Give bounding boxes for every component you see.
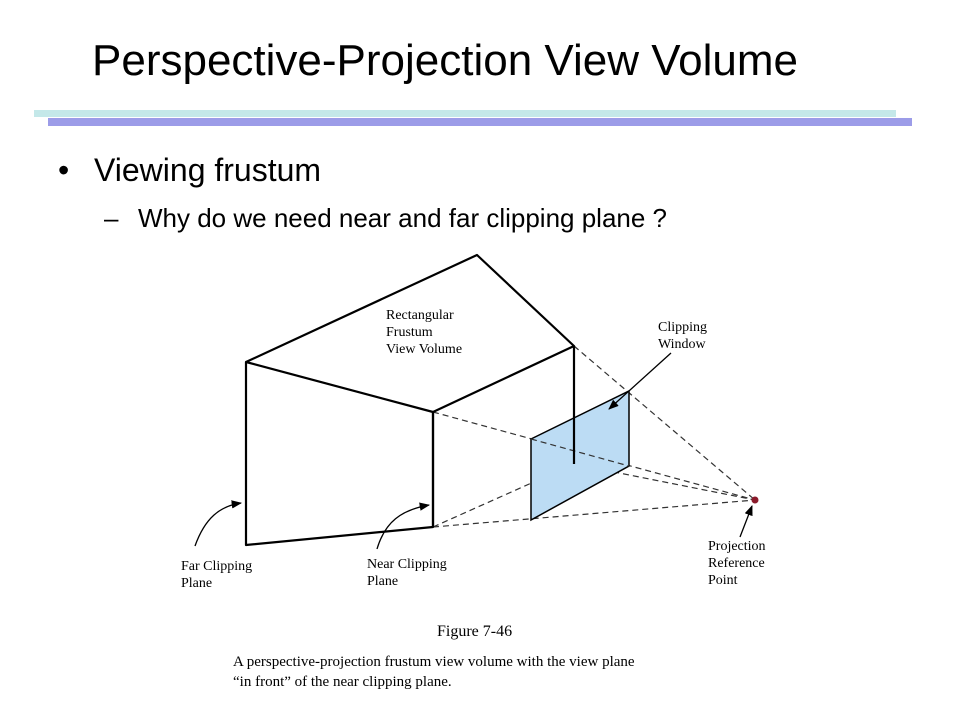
frustum-label-line-3: View Volume (386, 342, 462, 357)
far-clipping-plane-face (244, 360, 435, 547)
clipping-window-label-line-2: Window (658, 337, 707, 352)
hidden-edge-bottom (432, 463, 575, 528)
frustum-label-line-2: Frustum (386, 325, 433, 340)
prp-label-line-1: Projection (708, 539, 766, 554)
near-plane-label-line-2: Plane (367, 574, 398, 589)
frustum-edges (244, 253, 576, 547)
clipping-window (530, 389, 630, 522)
reference-point-arrow (739, 505, 753, 538)
projection-lines-through-window (530, 438, 630, 467)
leader-arrows (194, 352, 753, 550)
bullet-level-1: • Viewing frustum (58, 152, 321, 189)
top-face-edges (245, 253, 576, 413)
window-diagonal (530, 438, 630, 467)
near-plane-arrow (376, 502, 431, 550)
figure-caption-line-2: “in front” of the near clipping plane. (233, 674, 452, 690)
bullet-level-2: –Why do we need near and far clipping pl… (104, 203, 667, 234)
prp-label-line-2: Reference (708, 556, 765, 571)
projection-line-top-left (432, 411, 756, 501)
hidden-edges (432, 463, 575, 528)
far-plane-arrow (194, 500, 243, 547)
bullet-text: Viewing frustum (94, 152, 322, 188)
far-plane-label-line-2: Plane (181, 576, 212, 591)
clipping-window-arrow (608, 352, 672, 410)
far-plane-label-line-1: Far Clipping (181, 559, 252, 574)
figure-number: Figure 7-46 (437, 623, 512, 640)
slide-title: Perspective-Projection View Volume (92, 36, 798, 85)
bullet-marker: • (58, 152, 70, 188)
projection-line-bottom-left (432, 499, 756, 528)
figure-caption-line-1: A perspective-projection frustum view vo… (233, 654, 635, 670)
prp-label-line-3: Point (708, 573, 738, 588)
projection-reference-point (751, 496, 759, 504)
frustum-label-line-1: Rectangular (386, 308, 454, 323)
title-underline-dark (48, 118, 912, 126)
title-underline-light (34, 110, 896, 117)
clipping-window-label-line-1: Clipping (658, 320, 707, 335)
sub-bullet-marker: – (104, 203, 119, 233)
sub-bullet-text: Why do we need near and far clipping pla… (138, 203, 668, 233)
near-plane-label-line-1: Near Clipping (367, 557, 447, 572)
